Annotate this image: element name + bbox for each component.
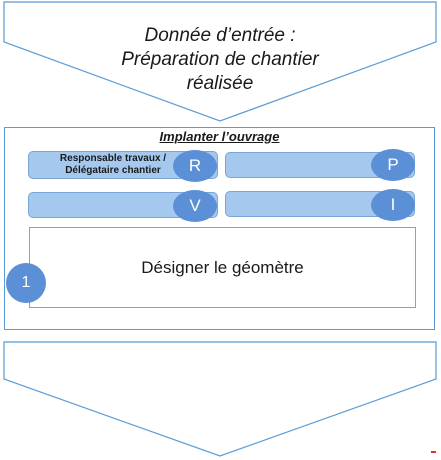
red-mark [431, 451, 436, 453]
step-number-badge: 1 [6, 263, 46, 303]
input-chevron [0, 0, 441, 123]
process-box: Implanter l’ouvrage Responsable travaux … [4, 127, 435, 330]
output-chevron-shape [3, 341, 437, 457]
role-circle-p: P [371, 149, 415, 181]
role-circle-v: V [173, 190, 217, 222]
process-title: Implanter l’ouvrage [159, 129, 280, 144]
input-line-3: réalisée [186, 73, 254, 94]
task-label: Désigner le géomètre [141, 257, 304, 277]
input-line-1: Donnée d’entrée : [144, 25, 296, 46]
task-box: Désigner le géomètre [29, 227, 416, 308]
input-line-2: Préparation de chantier [121, 49, 319, 70]
role-circle-r: R [173, 150, 217, 182]
role-r-label: Responsable travaux / Délégataire chanti… [59, 153, 167, 176]
output-chevron [0, 338, 441, 460]
input-chevron-shape [3, 1, 437, 122]
input-data-text: Donnée d’entrée : Préparation de chantie… [60, 24, 380, 96]
role-circle-i: I [371, 189, 415, 221]
